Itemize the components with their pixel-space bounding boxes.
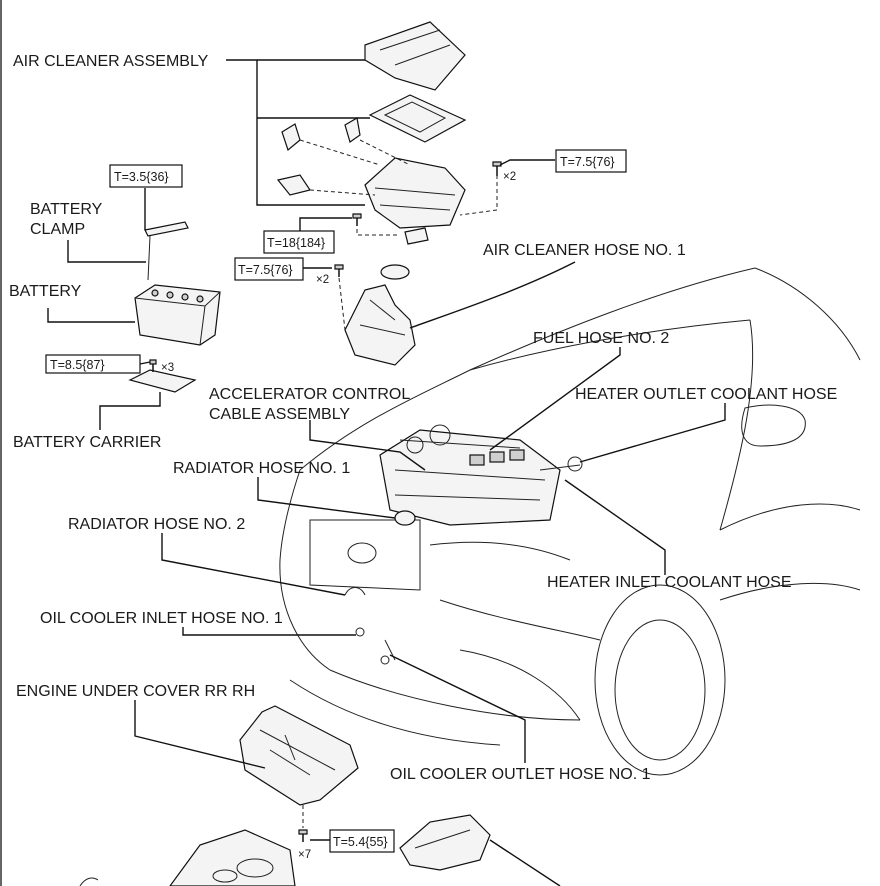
torque-box-air-cleaner-right	[555, 149, 627, 173]
torque-box-air-cleaner-hose	[234, 257, 304, 281]
torque-battery-clamp: T=3.5{36}	[114, 170, 169, 184]
under-cover-parts	[79, 705, 491, 886]
torque-battery-carrier: T=8.5{87}	[50, 358, 105, 372]
label-battery-clamp-line1: BATTERY	[30, 201, 103, 218]
vehicle-outline	[279, 267, 861, 776]
torque-box-battery-clamp	[109, 164, 183, 188]
torque-air-cleaner-right: T=7.5{76}	[560, 155, 615, 169]
qty-under-cover: ×7	[298, 849, 311, 861]
torque-boxes: T=3.5{36} T=7.5{76} ×2 T=18{184} T=7.5{7…	[45, 149, 627, 861]
qty-air-cleaner-hose: ×2	[316, 274, 329, 286]
label-battery: BATTERY	[9, 283, 82, 300]
label-radiator-hose-no2: RADIATOR HOSE NO. 2	[68, 516, 245, 533]
label-radiator-hose-no1: RADIATOR HOSE NO. 1	[173, 460, 350, 477]
air-cleaner-hose-part	[334, 264, 416, 366]
air-cleaner-parts	[276, 21, 502, 245]
torque-air-cleaner-hose: T=7.5{76}	[238, 263, 293, 277]
label-heater-outlet-coolant-hose: HEATER OUTLET COOLANT HOSE	[575, 386, 837, 403]
battery-parts	[128, 221, 221, 393]
part-labels: AIR CLEANER ASSEMBLY BATTERY CLAMP BATTE…	[9, 53, 837, 783]
label-accelerator-control-line1: ACCELERATOR CONTROL	[209, 386, 410, 403]
label-fuel-hose-no2: FUEL HOSE NO. 2	[533, 330, 669, 347]
qty-air-cleaner-right: ×2	[503, 171, 516, 183]
label-air-cleaner-hose-no1: AIR CLEANER HOSE NO. 1	[483, 242, 686, 259]
label-engine-under-cover-rr-rh: ENGINE UNDER COVER RR RH	[16, 683, 255, 700]
engine-block	[344, 424, 583, 665]
label-oil-cooler-inlet-hose-no1: OIL COOLER INLET HOSE NO. 1	[40, 610, 283, 627]
label-accelerator-control-line2: CABLE ASSEMBLY	[209, 406, 350, 423]
torque-box-under-cover	[329, 829, 395, 853]
torque-under-cover: T=5.4{55}	[333, 835, 388, 849]
label-air-cleaner-assembly: AIR CLEANER ASSEMBLY	[13, 53, 209, 70]
torque-box-air-cleaner-bolt	[263, 230, 335, 254]
leader-lines	[47, 59, 726, 886]
label-heater-inlet-coolant-hose: HEATER INLET COOLANT HOSE	[547, 574, 792, 591]
torque-box-battery-carrier	[45, 354, 141, 374]
label-battery-carrier: BATTERY CARRIER	[13, 434, 161, 451]
label-battery-clamp-line2: CLAMP	[30, 221, 85, 238]
qty-battery-carrier: ×3	[161, 362, 174, 374]
torque-air-cleaner-bolt: T=18{184}	[267, 236, 325, 250]
label-oil-cooler-outlet-hose-no1: OIL COOLER OUTLET HOSE NO. 1	[390, 766, 651, 783]
